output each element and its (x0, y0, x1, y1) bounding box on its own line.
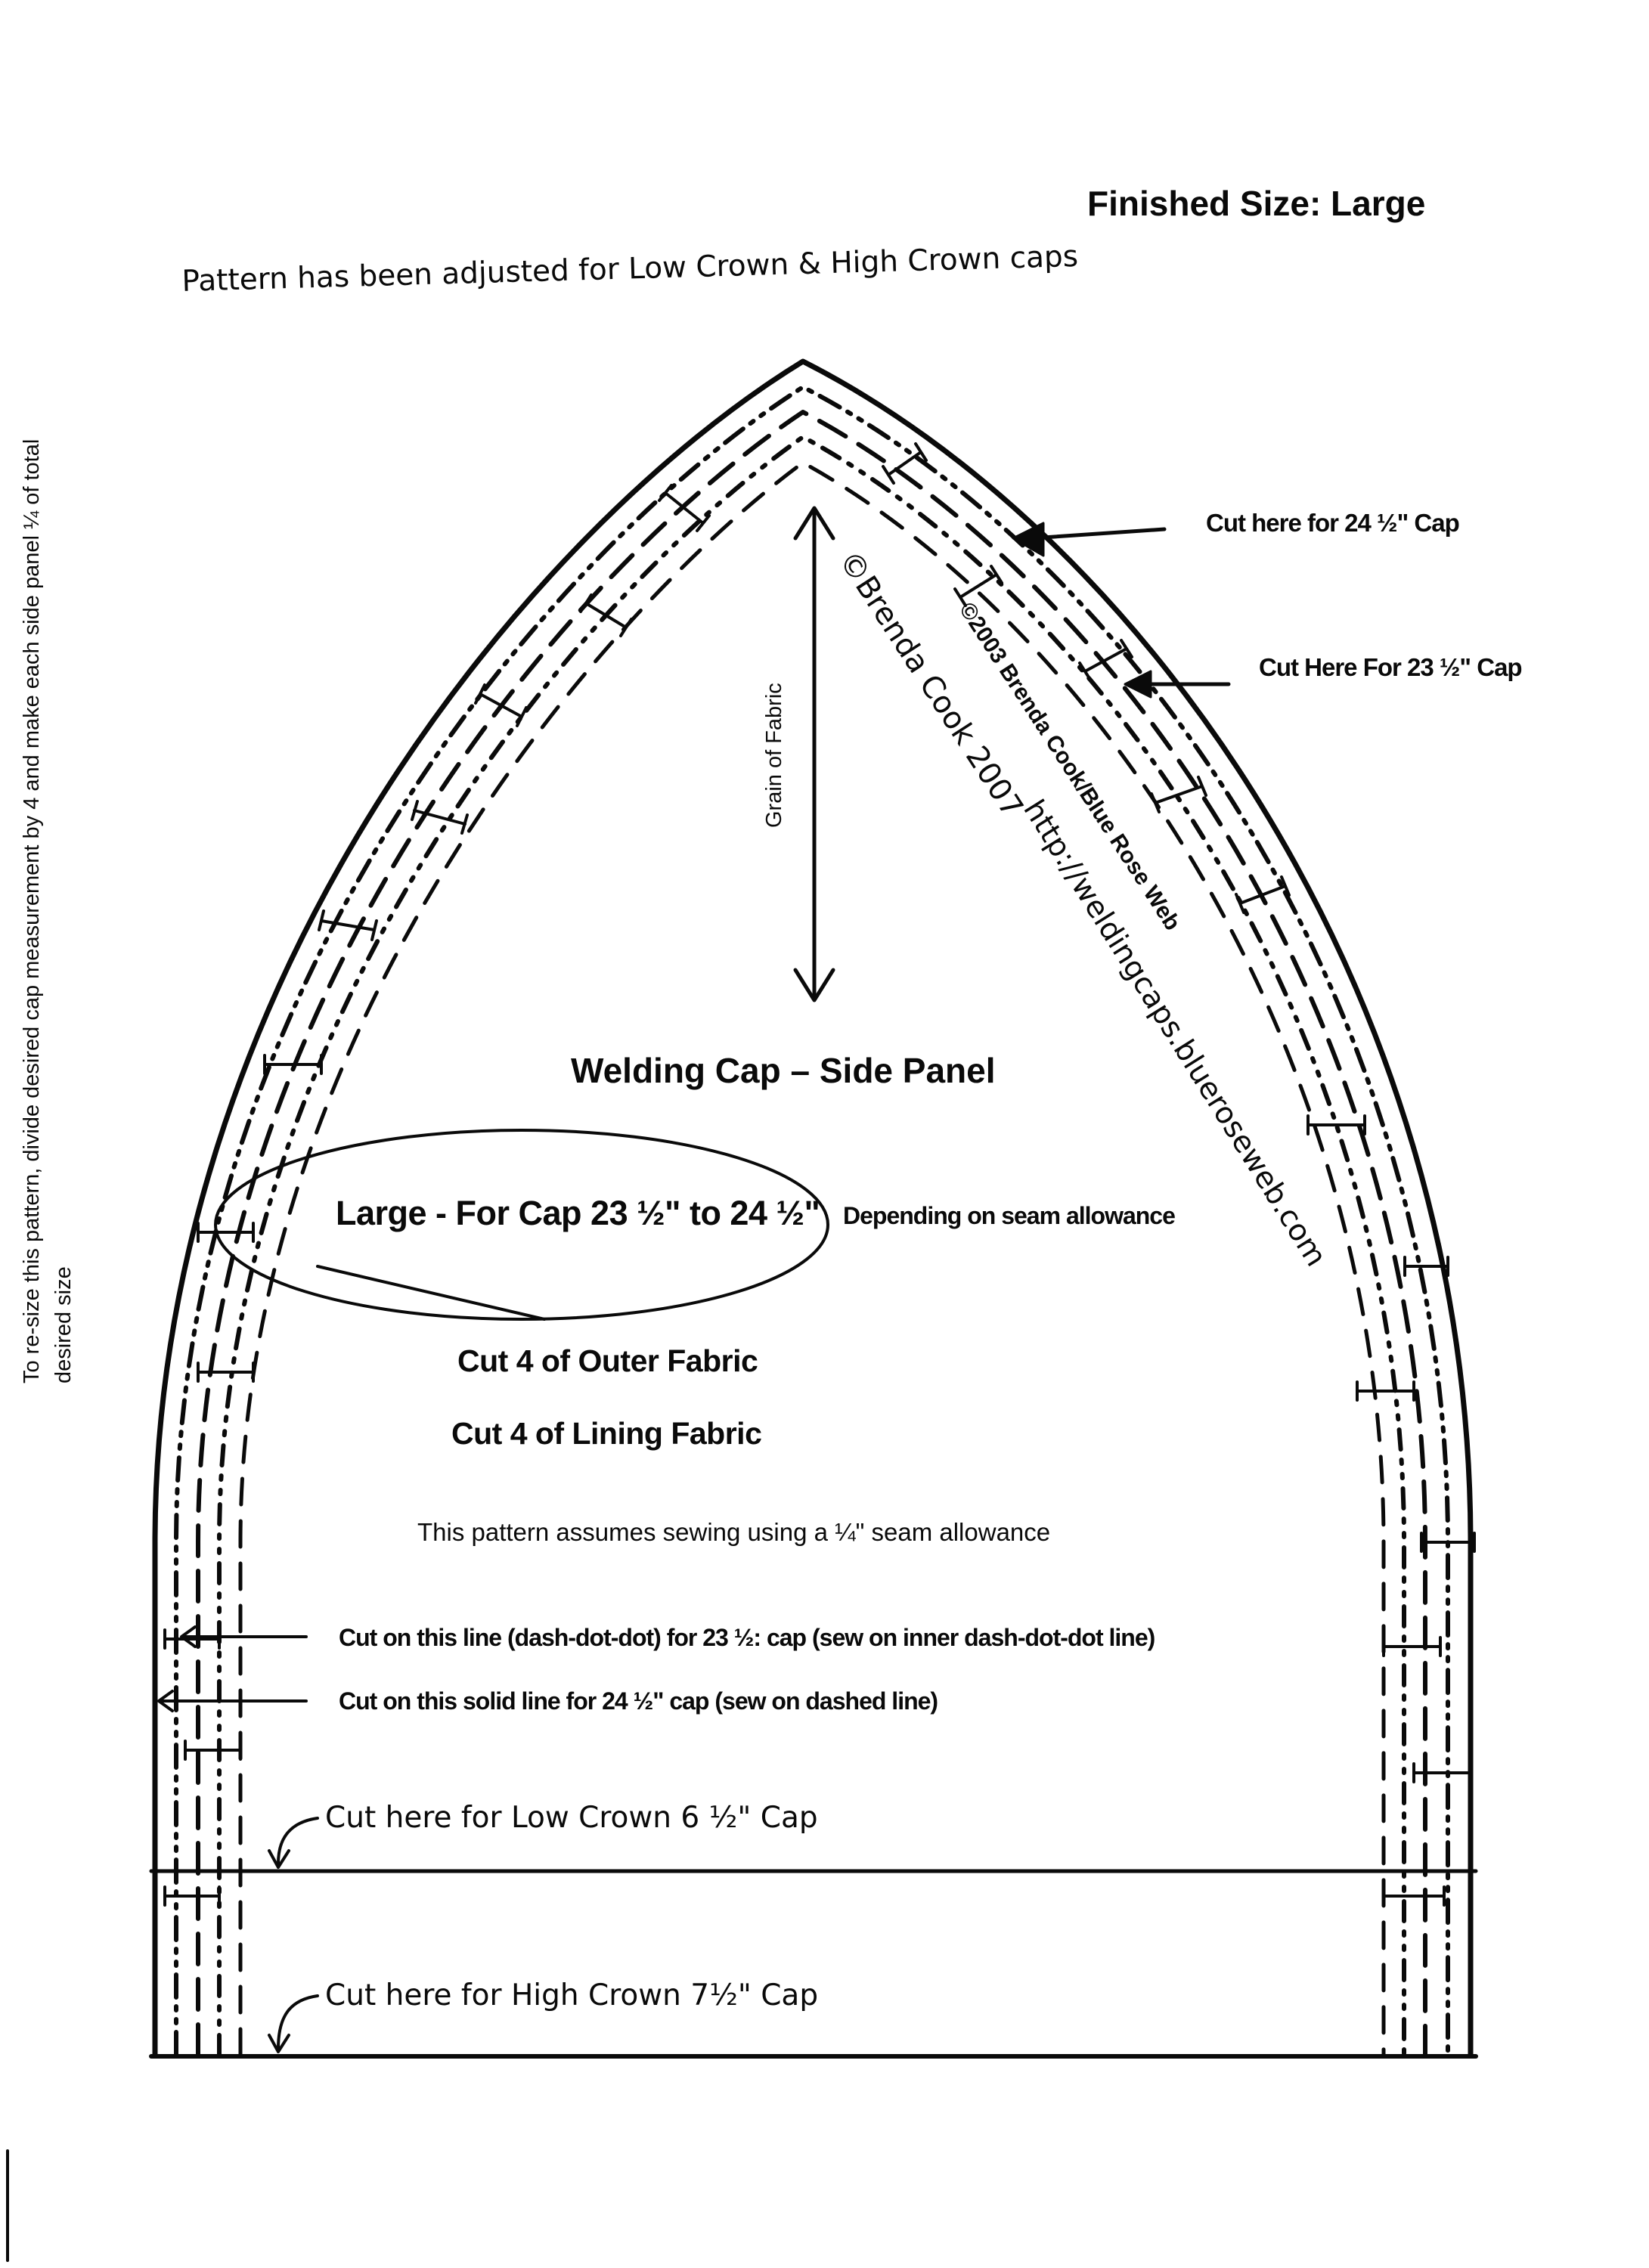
grain-arrow-head-bottom (793, 968, 835, 1002)
resize-instructions-line-1: To re-size this pattern, divide desired … (20, 438, 44, 1383)
resize-instructions-line-2: desired size (51, 1266, 76, 1383)
high-crown-arrow (277, 1994, 319, 2050)
seam-allowance-markers (163, 484, 711, 1907)
grain-arrow-head-top (793, 506, 835, 541)
cut-23-half-label: Cut Here For 23 ½" Cap (1259, 653, 1523, 681)
ellipse-pointer (316, 1265, 546, 1321)
cut-lining-fabric-label: Cut 4 of Lining Fabric (451, 1416, 762, 1451)
size-range-label: Large - For Cap 23 ½" to 24 ½" (336, 1194, 820, 1232)
finished-size-label: Finished Size: Large (1087, 184, 1426, 223)
solid-cut-line-24-half (152, 358, 1474, 2058)
high-crown-label: Cut here for High Crown 7½" Cap (325, 1978, 819, 2012)
seam-allowance-assumption: This pattern assumes sewing using a ¼" s… (417, 1518, 1051, 1546)
inner-dashed-line (238, 460, 1386, 2057)
cut-24-arrow-head (1012, 522, 1045, 557)
seam-allowance-markers-right (882, 442, 1476, 1907)
low-crown-label: Cut here for Low Crown 6 ½" Cap (325, 1801, 818, 1835)
size-label-ellipse (214, 1129, 829, 1321)
panel-title: Welding Cap – Side Panel (571, 1051, 996, 1090)
cut-23-arrow-head (1124, 670, 1152, 699)
solid-line-legend-text: Cut on this solid line for 24 ½" cap (se… (339, 1687, 938, 1715)
cut-outer-fabric-label: Cut 4 of Outer Fabric (457, 1343, 758, 1378)
grain-of-fabric-label: Grain of Fabric (762, 683, 786, 828)
cut-24-half-label: Cut here for 24 ½" Cap (1206, 509, 1460, 537)
dash-dot-dot-cut-line-23-half (174, 385, 1450, 2057)
seam-dependency-note: Depending on seam allowance (843, 1202, 1176, 1229)
dash-dot-dot-legend-text: Cut on this line (dash-dot-dot) for 23 ½… (339, 1624, 1155, 1651)
cut-24-arrow-line (1030, 527, 1167, 541)
inner-dash-dot-dot-sew-line (217, 435, 1406, 2057)
dashed-sew-line (196, 410, 1427, 2057)
low-crown-arrow (277, 1817, 319, 1865)
